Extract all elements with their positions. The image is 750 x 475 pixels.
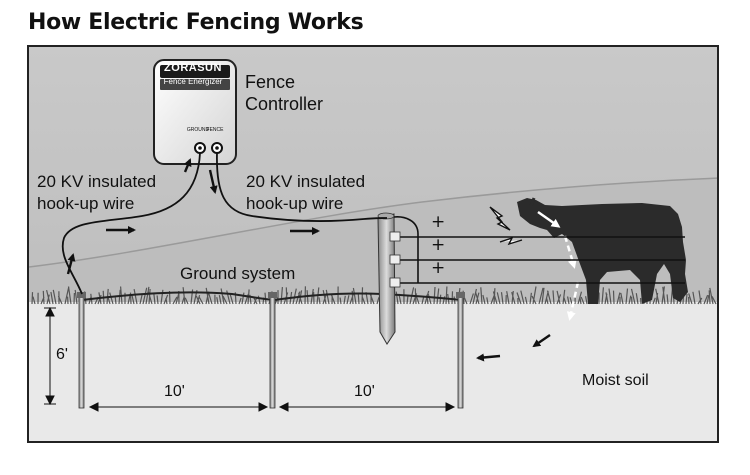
fence-controller[interactable] bbox=[153, 59, 237, 165]
ground-terminal-label: GROUND bbox=[186, 127, 210, 133]
spark-icon bbox=[489, 206, 523, 246]
moist-soil-label: Moist soil bbox=[582, 372, 649, 389]
shock-path bbox=[537, 210, 580, 321]
rod-depth-label: 6' bbox=[56, 346, 68, 363]
right-wire-label-line1: 20 KV insulated bbox=[246, 172, 366, 191]
diagram-frame bbox=[27, 45, 719, 443]
fence-jumper-wire bbox=[393, 216, 419, 283]
right-wire-label-line2: hook-up wire bbox=[246, 194, 344, 213]
fence-wires bbox=[398, 236, 685, 284]
polarity-sign-1: + bbox=[431, 212, 446, 232]
controller-subtitle: Fence Energizer bbox=[163, 77, 223, 86]
spacing-label-1: 10' bbox=[164, 383, 185, 400]
spacing-dimension-1 bbox=[88, 402, 269, 412]
controller-label-line2: Controller bbox=[245, 94, 324, 114]
current-flow-arrows bbox=[66, 158, 551, 362]
page-title: How Electric Fencing Works bbox=[28, 10, 364, 35]
left-wire-label-line2: hook-up wire bbox=[37, 194, 135, 213]
ground-rod-2 bbox=[268, 292, 277, 409]
fence-terminal-label: FENCE bbox=[206, 127, 224, 133]
controller-label-line1: Fence bbox=[245, 72, 296, 92]
depth-dimension bbox=[44, 306, 56, 406]
fence-hookup-wire bbox=[216, 152, 388, 222]
polarity-sign-3: + bbox=[431, 258, 446, 278]
controller-brand: ZORASUN bbox=[164, 62, 222, 74]
fence-post bbox=[377, 212, 401, 345]
ground-hookup-wire bbox=[61, 152, 201, 295]
diagram-scene bbox=[29, 47, 717, 441]
ground-rod-3 bbox=[456, 292, 465, 409]
soil bbox=[29, 302, 717, 441]
spacing-dimension-2 bbox=[278, 402, 456, 412]
left-wire-label-line1: 20 KV insulated bbox=[37, 172, 157, 191]
spacing-label-2: 10' bbox=[354, 383, 375, 400]
polarity-sign-2: + bbox=[431, 235, 446, 255]
ground-system-label: Ground system bbox=[180, 264, 296, 283]
